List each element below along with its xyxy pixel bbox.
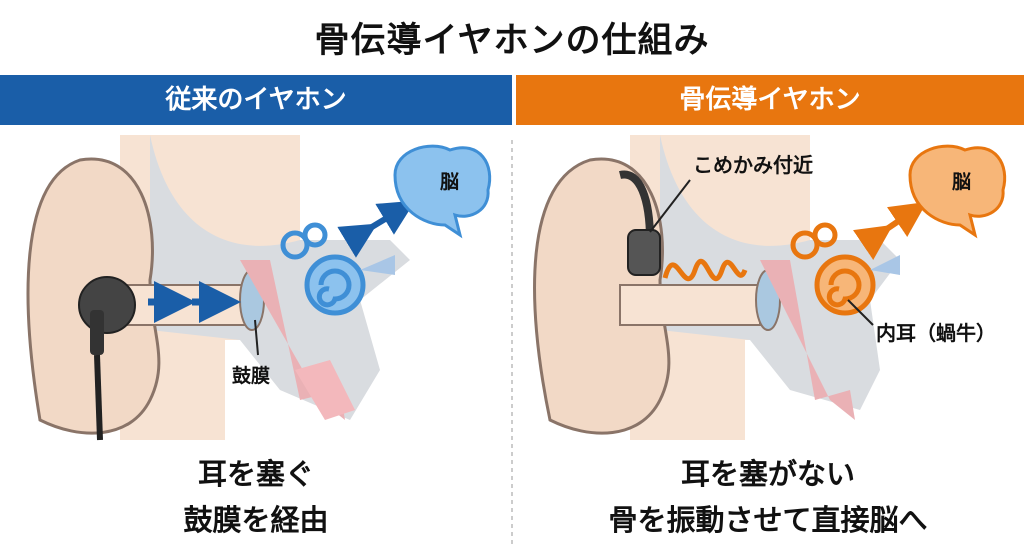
label-temple: こめかみ付近: [693, 153, 813, 177]
temple-leader: [649, 179, 691, 233]
label-brain: 脳: [951, 171, 971, 193]
caption-bone-line2: 骨を振動させて直接脳へ: [608, 503, 928, 537]
page-title: 骨伝導イヤホンの仕組み: [314, 21, 710, 61]
caption-conventional-line2: 鼓膜を経由: [183, 503, 329, 537]
header-conventional: 従来のイヤホン: [0, 75, 512, 125]
label-brain: 脳: [439, 171, 459, 193]
vibration-wave: [662, 259, 748, 282]
brain-arrow: [337, 200, 416, 258]
bone-conduction-ear-illustration: 脳 こめかみ付近 内耳（蝸牛）: [533, 135, 1007, 440]
inner-ear-orange: [790, 222, 876, 316]
brain-icon: [393, 144, 492, 239]
caption-conventional-line1: 耳を塞ぐ: [197, 457, 314, 491]
eardrum-leader: [254, 319, 259, 356]
conventional-ear-illustration: 脳 鼓膜: [26, 135, 492, 441]
label-inner-ear: 内耳（蝸牛）: [876, 321, 996, 345]
earbud: [78, 276, 136, 441]
brain-icon: [908, 144, 1007, 239]
bone-conduction-device: [619, 170, 661, 276]
inner-ear-leader: [847, 299, 874, 326]
header-bone-conduction: 骨伝導イヤホン: [516, 75, 1024, 125]
brain-arrow: [853, 201, 927, 260]
caption-bone-line1: 耳を塞がない: [680, 457, 855, 491]
inner-ear-blue: [280, 222, 366, 316]
label-eardrum: 鼓膜: [232, 364, 270, 387]
